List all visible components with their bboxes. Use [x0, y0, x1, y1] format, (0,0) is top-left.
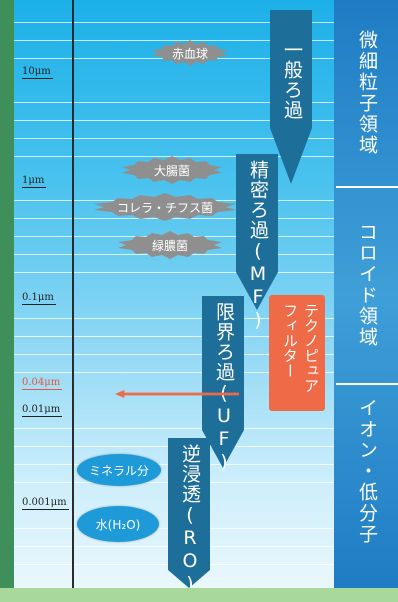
- pyocyanin-label: 緑膿菌: [151, 238, 188, 253]
- ro-filtration-arrow: 逆浸透(RO): [166, 438, 212, 596]
- region-label-colloid: コロイド領域: [356, 222, 378, 348]
- gridline: [14, 318, 334, 319]
- scale-label-0.01um: 0.01μm: [22, 404, 63, 417]
- gridline: [14, 272, 334, 273]
- red-blood-cell-particle: 赤血球: [150, 40, 230, 66]
- water-label: 水(H₂O): [95, 517, 141, 532]
- pyocyanin-particle: 緑膿菌: [116, 231, 224, 259]
- ro-filtration-label: 逆浸透(RO): [179, 444, 201, 596]
- coliform-particle: 大腸菌: [120, 156, 224, 184]
- region-panel: [334, 0, 398, 588]
- gridline: [14, 156, 334, 157]
- techno-pure-title-line2: フィルター: [281, 303, 299, 378]
- region-separator: [336, 186, 398, 188]
- scale-label-10um: 10μm: [22, 66, 53, 79]
- gridline: [14, 120, 334, 121]
- water-particle: 水(H₂O): [77, 506, 159, 542]
- uf-filtration-label: 限界ろ過(UF): [213, 302, 235, 474]
- mf-filtration-arrow: 精密ろ過(MF): [234, 154, 280, 332]
- gridline: [14, 40, 334, 41]
- gridline: [14, 354, 334, 355]
- scale-label-0.1um: 0.1μm: [22, 292, 56, 305]
- cholera-typhoid-label: コレラ・チフス菌: [116, 200, 213, 215]
- cholera-typhoid-particle: コレラ・チフス菌: [90, 193, 240, 221]
- general-filtration-arrow: 一般ろ過: [268, 10, 314, 184]
- techno-pure-title-line1: テクノピュア: [302, 303, 320, 393]
- arrow-shape: [202, 296, 244, 468]
- uf-filtration-arrow: 限界ろ過(UF): [200, 296, 246, 474]
- arrow-shape: [236, 154, 278, 310]
- techno-pure-filter-box: テクノピュア フィルター: [269, 295, 325, 411]
- particle-shape: [152, 40, 228, 66]
- particle-shape: [118, 231, 222, 259]
- mf-filtration-label: 精密ろ過(MF): [247, 160, 269, 332]
- particle-shape: [94, 193, 236, 221]
- minerals-label: ミネラル分: [88, 463, 149, 478]
- arrow-shape: [168, 438, 210, 588]
- region-label-ion-low-molecular: イオン・低分子: [356, 398, 378, 545]
- minerals-particle: ミネラル分: [77, 454, 161, 486]
- general-filtration-label: 一般ろ過: [281, 40, 303, 120]
- techno-pure-pointer-arrow: [115, 390, 239, 398]
- scale-axis: [72, 0, 74, 588]
- scale-label-1um: 1μm: [22, 175, 47, 188]
- region-separator: [336, 383, 398, 385]
- gridline: [14, 218, 334, 219]
- scale-label-0.04um: 0.04μm: [22, 377, 63, 390]
- arrow-shape: [270, 10, 312, 184]
- gridline: [14, 428, 334, 429]
- gridline: [14, 22, 334, 23]
- gridline: [14, 102, 334, 103]
- red-blood-cell-label: 赤血球: [171, 46, 208, 61]
- gridline: [14, 372, 334, 373]
- particle-shape: [122, 156, 222, 184]
- coliform-label: 大腸菌: [153, 163, 190, 178]
- gridline: [14, 336, 334, 337]
- bottom-edge-bar: [0, 588, 398, 602]
- left-edge-bar: [0, 0, 14, 602]
- gridline: [14, 138, 334, 139]
- scale-label-0.001um: 0.001μm: [22, 497, 69, 510]
- region-label-micro-particles: 微細粒子領域: [356, 30, 378, 156]
